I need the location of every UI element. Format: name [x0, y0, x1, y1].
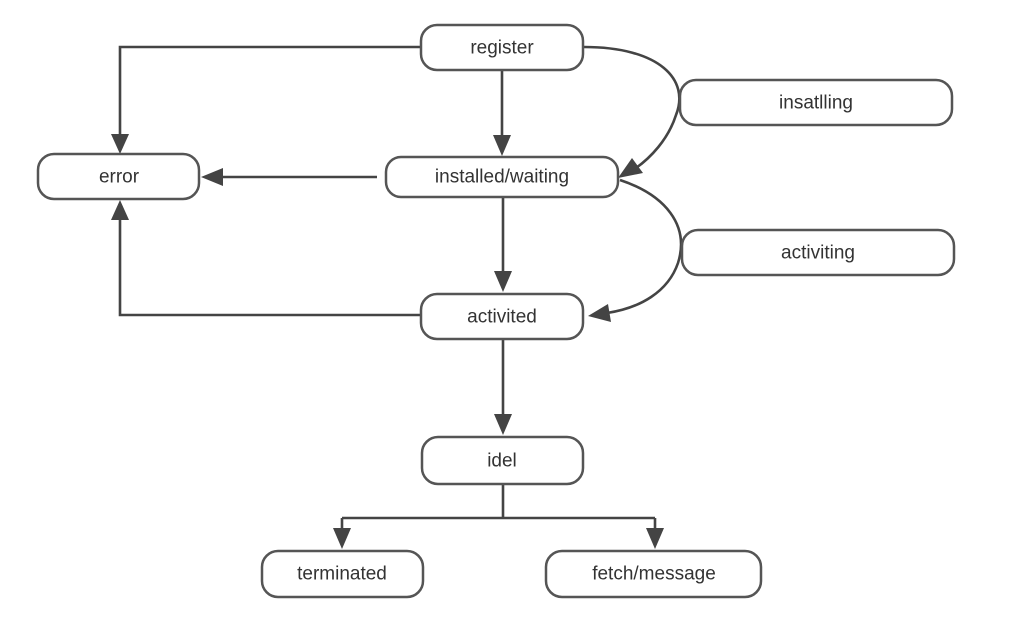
- edge-register-error: [118, 45, 420, 138]
- arrow-head-error-bottom: [111, 200, 129, 220]
- arrow-head-error-side: [201, 168, 223, 186]
- node-terminated: terminated: [260, 549, 425, 599]
- node-error: error: [36, 152, 201, 201]
- node-activited: activited: [419, 292, 585, 341]
- node-activiting: activiting: [680, 228, 956, 277]
- node-insatlling: insatlling: [678, 78, 954, 127]
- node-error-label: error: [99, 167, 140, 188]
- arrow-head-idel-top: [494, 414, 512, 435]
- node-fetch-message: fetch/message: [544, 549, 763, 599]
- node-installed-waiting-label: installed/waiting: [435, 167, 569, 188]
- arrow-head-error-top: [111, 134, 129, 154]
- arrow-head-terminated-top: [333, 528, 351, 549]
- node-fetch-message-label: fetch/message: [592, 564, 716, 585]
- node-insatlling-label: insatlling: [779, 93, 853, 114]
- edge-activited-error: [118, 216, 420, 317]
- node-terminated-label: terminated: [297, 564, 387, 585]
- node-register-label: register: [470, 38, 534, 59]
- edge-register-installing-curve: [583, 45, 681, 170]
- node-idel: idel: [420, 435, 585, 486]
- arrow-head-installed-top: [493, 135, 511, 156]
- node-activiting-label: activiting: [781, 243, 855, 264]
- node-installed-waiting: installed/waiting: [384, 155, 620, 199]
- arrow-head-activiting-curve: [588, 304, 611, 322]
- arrow-head-activited-top: [494, 271, 512, 292]
- node-activited-label: activited: [467, 307, 537, 328]
- node-register: register: [419, 23, 585, 72]
- edge-installed-activiting-curve: [606, 178, 683, 315]
- node-idel-label: idel: [487, 451, 517, 472]
- arrow-head-installing-curve: [618, 158, 643, 178]
- arrow-head-fetch-top: [646, 528, 664, 549]
- edges: [111, 45, 683, 549]
